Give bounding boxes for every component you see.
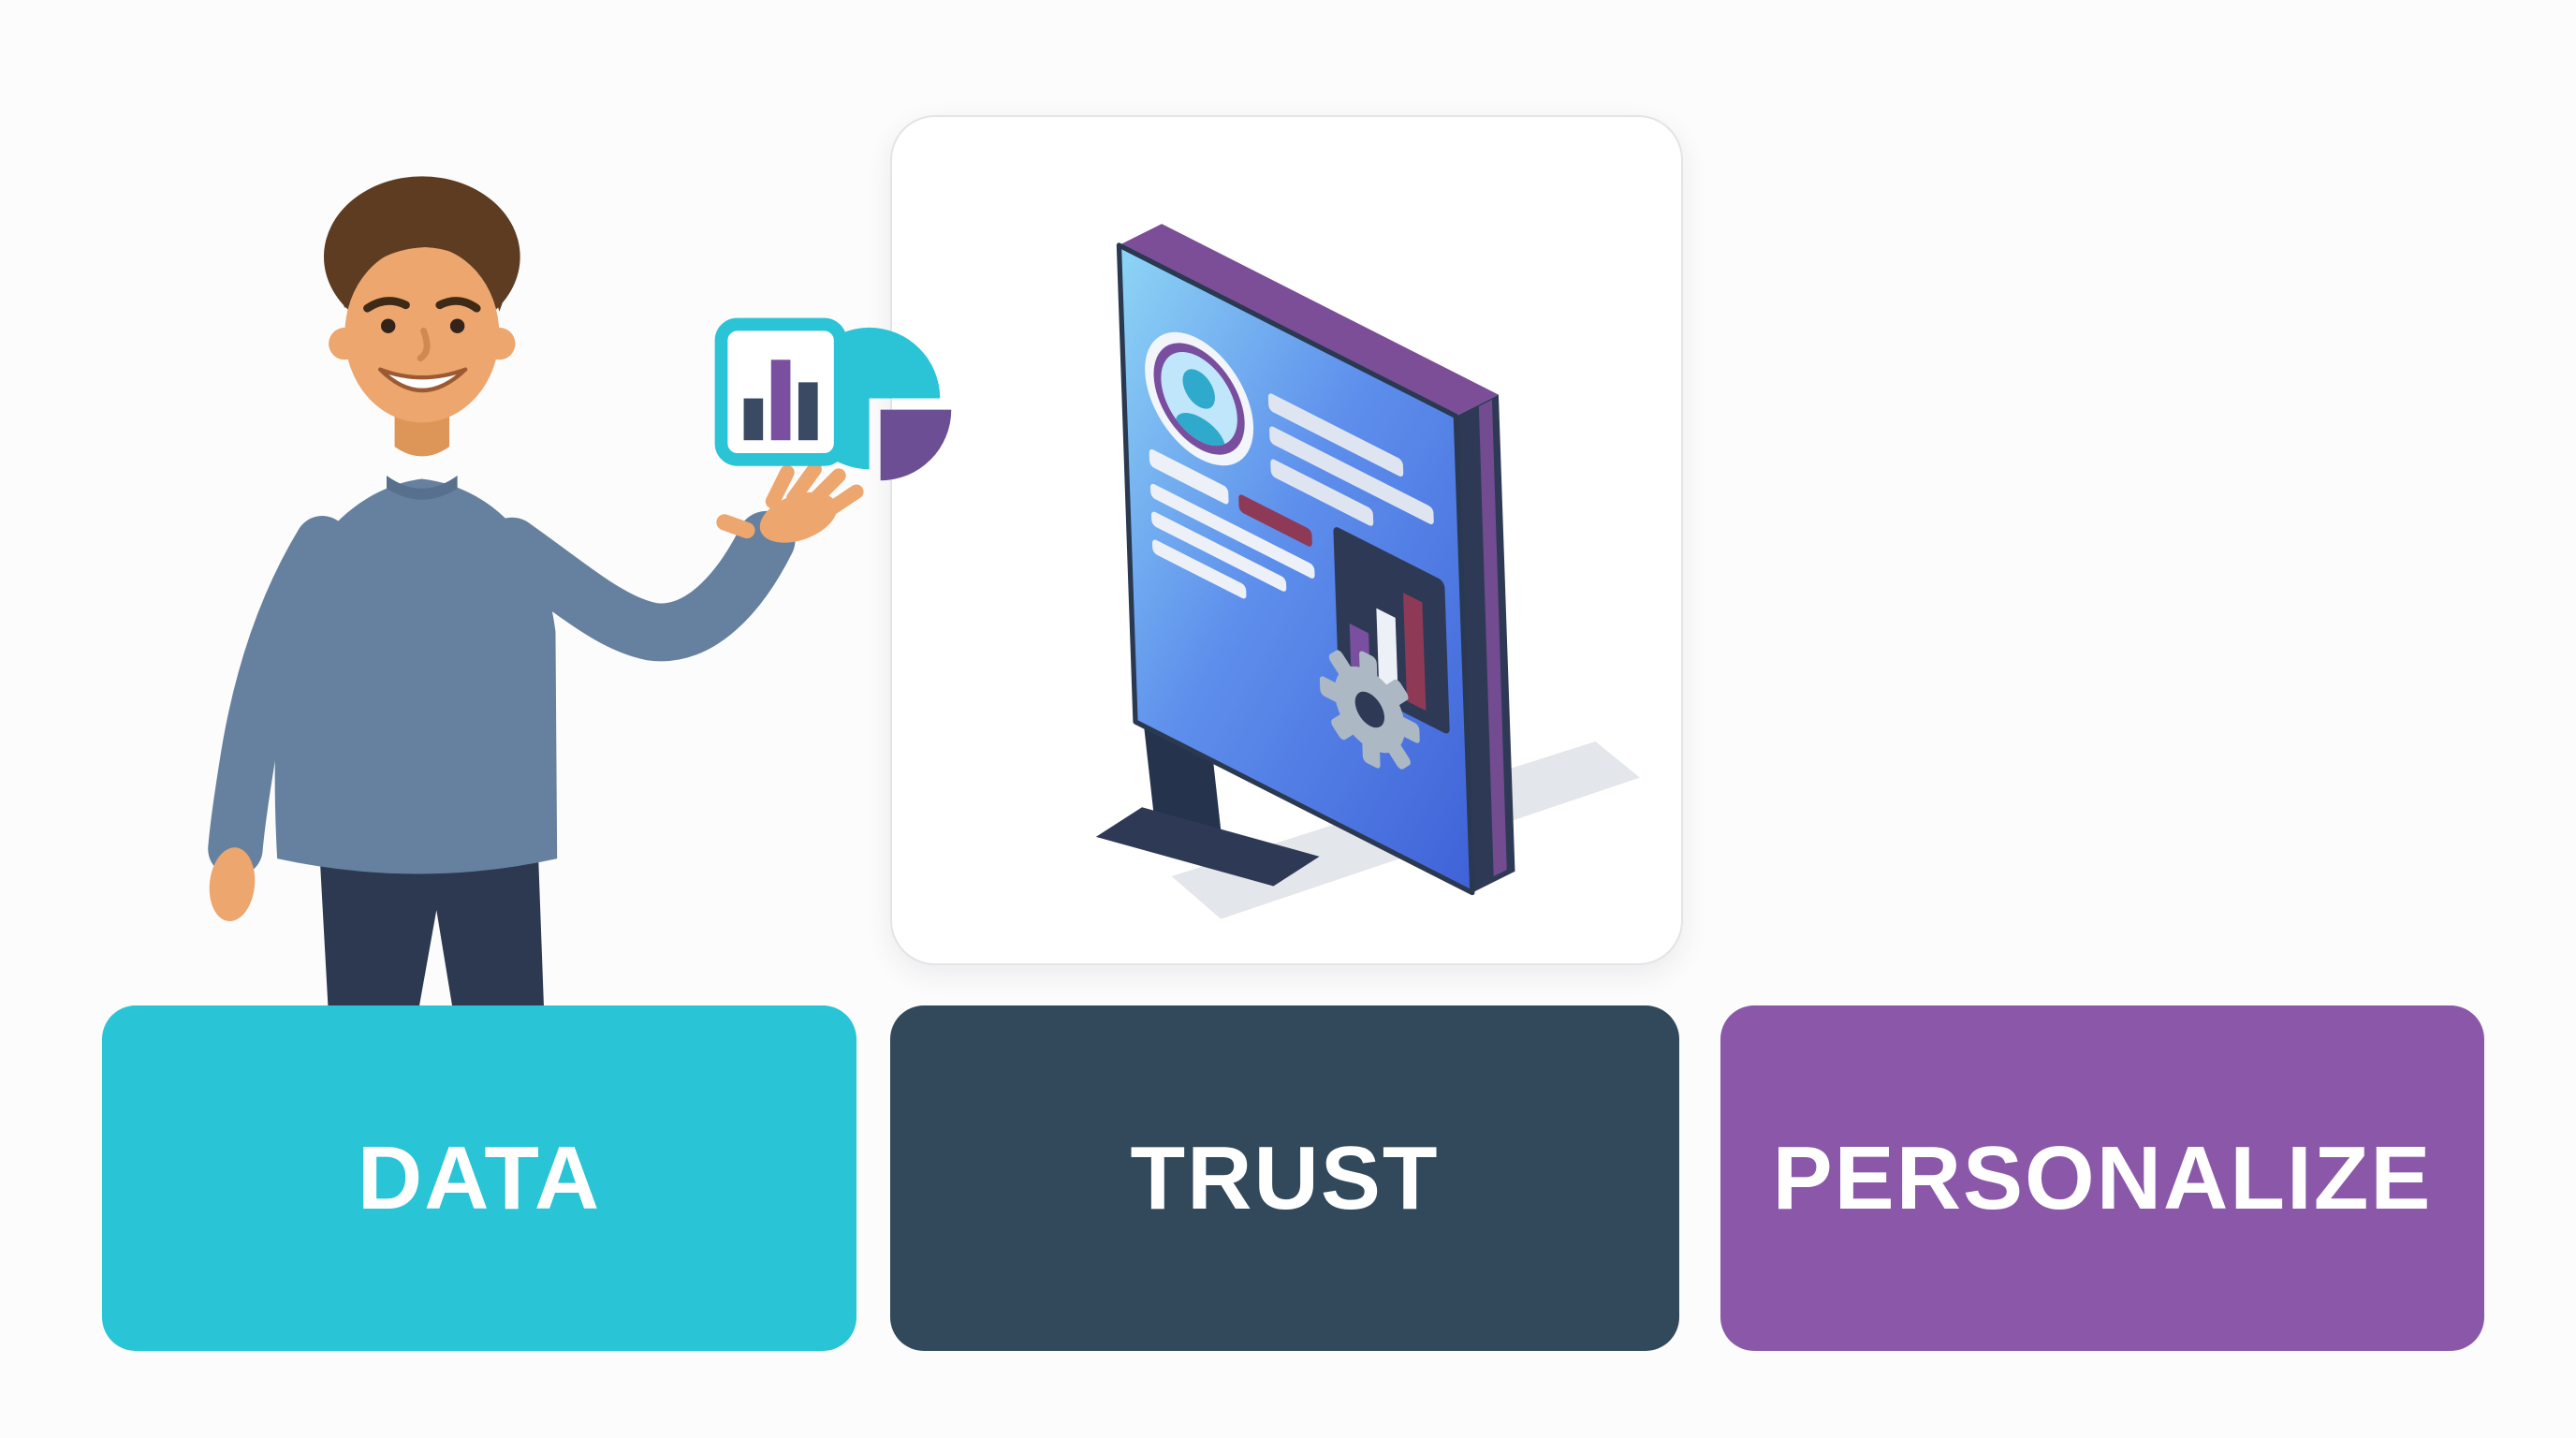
- profile-text-lines: [1267, 393, 1434, 526]
- screen-top-edge: [1119, 224, 1499, 417]
- person-raised-arm: [483, 510, 796, 662]
- banner-personalize-label: PERSONALIZE: [1772, 1127, 2433, 1228]
- person-illustration: [208, 176, 952, 1019]
- screen-content: [1145, 331, 1450, 770]
- dashboard-card: [890, 115, 1683, 965]
- user-avatar-icon: [1145, 331, 1254, 466]
- detail-text-lines: [1149, 448, 1315, 599]
- banner-trust: TRUST: [890, 1005, 1679, 1351]
- person-left-hand: [209, 847, 256, 922]
- banner-personalize: PERSONALIZE: [1720, 1005, 2484, 1351]
- person-head: [323, 176, 520, 423]
- sweater-collar: [387, 476, 458, 500]
- bar-chart-icon: [714, 317, 847, 466]
- person-right-hand: [716, 462, 864, 543]
- banner-trust-label: TRUST: [1130, 1127, 1440, 1228]
- banner-data-label: DATA: [357, 1127, 602, 1228]
- person-left-arm: [208, 516, 350, 877]
- person-smile: [377, 367, 468, 392]
- dashboard-illustration: [1095, 224, 1640, 919]
- screen-side-stripe: [1478, 399, 1507, 876]
- gear-icon: [1319, 650, 1420, 770]
- person-pants: [318, 842, 545, 1019]
- person-sweater: [274, 478, 558, 874]
- banner-data: DATA: [102, 1005, 856, 1351]
